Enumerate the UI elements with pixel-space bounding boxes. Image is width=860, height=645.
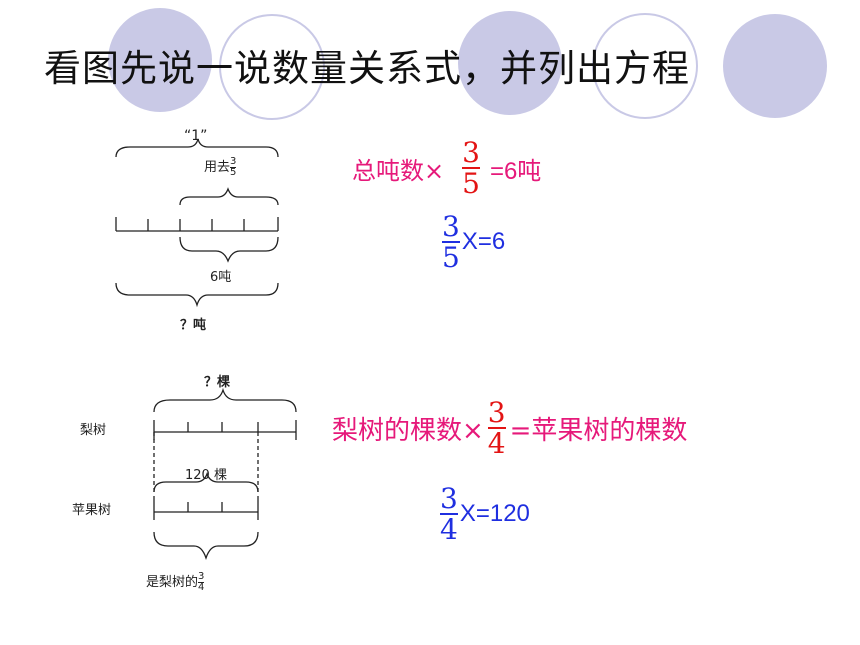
figure1-total-label: ？吨: [180, 318, 207, 333]
figure2-diagram: [153, 387, 297, 561]
decor-circle-filled: [458, 11, 562, 115]
figure1-top-label: “1”: [184, 128, 208, 144]
page-title: 看图先说一说数量关系式，并列出方程: [44, 47, 690, 90]
relation1-prefix: 总吨数×: [352, 156, 445, 185]
relation1-suffix: =6吨: [489, 157, 542, 185]
decor-circle-outline: [592, 13, 698, 119]
used-label-text: 用去: [204, 160, 231, 175]
figure2-row1-label: 梨树: [80, 423, 107, 438]
equation1-rest: X=6: [461, 228, 506, 256]
part-brace: [179, 236, 279, 263]
relation2-suffix: =苹果树的棵数: [509, 415, 688, 446]
figure2-top-label: ？棵: [204, 375, 231, 390]
figure1-diagram: [115, 138, 279, 308]
equation2-rest: X=120: [459, 500, 530, 528]
bottom-label-text: 是梨树的: [146, 575, 199, 590]
bottom-brace: [153, 531, 259, 561]
decor-circle-filled: [723, 14, 827, 118]
top-brace: [115, 138, 279, 158]
figure2-row2-label: 苹果树: [72, 503, 112, 518]
decor-circle-filled: [108, 8, 212, 112]
figure1-part-label: 6吨: [210, 270, 232, 285]
used-brace: [179, 187, 279, 206]
mid-brace: [153, 472, 259, 493]
relation2-prefix: 梨树的棵数×: [332, 415, 484, 446]
total-brace: [115, 282, 279, 308]
top-brace: [153, 387, 297, 413]
decor-circle-outline: [219, 14, 325, 120]
figure2-mid-label: 120 棵: [185, 468, 227, 483]
